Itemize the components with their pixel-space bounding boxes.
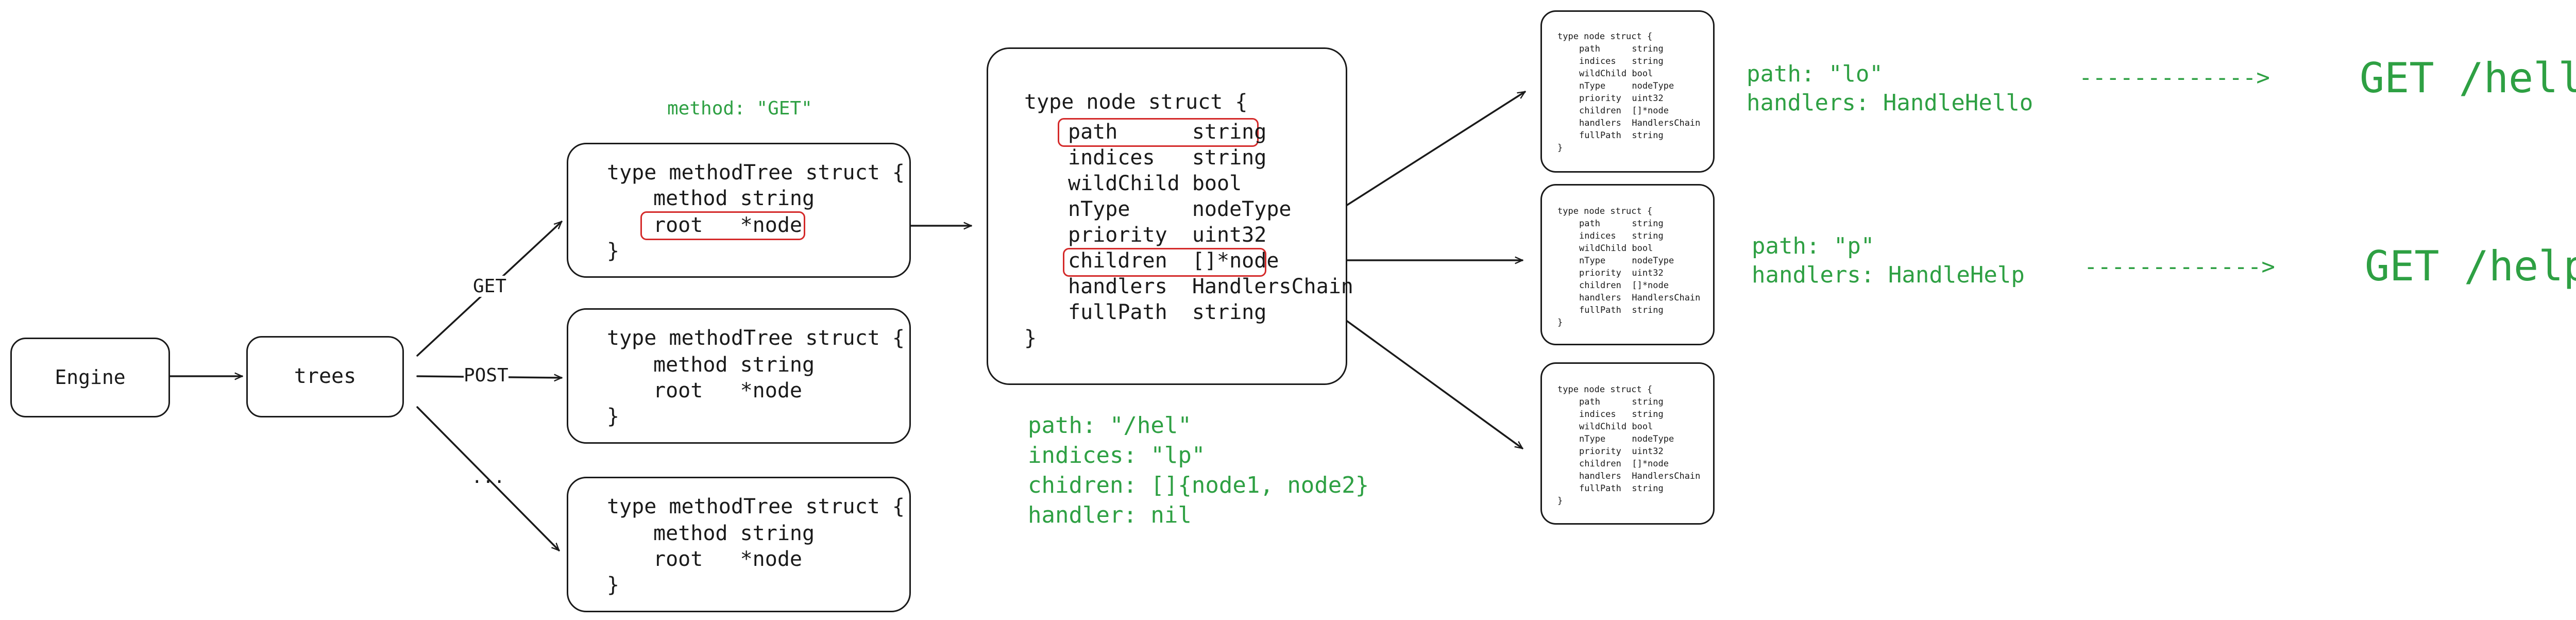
child-node-field: wildChild bool — [1579, 422, 1653, 432]
node-struct-close-brace: } — [1024, 326, 1037, 350]
node-field-path: path string — [1068, 120, 1267, 144]
method-caption: method: "GET" — [667, 98, 812, 119]
child-node-2: type node struct { path string indices s… — [1540, 184, 1715, 345]
node-field-indices: indices string — [1068, 146, 1267, 170]
child-node-field: path string — [1579, 397, 1664, 407]
method-tree-root-field: root *node — [653, 547, 802, 571]
child-node-field: indices string — [1579, 56, 1664, 66]
child-1-path-value: path: "lo" — [1747, 61, 1883, 87]
child-node-field: indices string — [1579, 409, 1664, 420]
child-node-header: type node struct { — [1557, 31, 1653, 42]
child-node-header: type node struct { — [1557, 206, 1653, 216]
child-node-field: indices string — [1579, 231, 1664, 241]
child-node-field: path string — [1579, 44, 1664, 54]
child-node-field: nType nodeType — [1579, 81, 1674, 91]
method-tree-root-field: root *node — [653, 379, 802, 403]
child-node-close-brace: } — [1557, 143, 1563, 153]
child-node-field: handlers HandlersChain — [1579, 118, 1701, 128]
method-tree-close-brace: } — [607, 405, 620, 428]
method-tree-header: type methodTree struct { — [607, 326, 905, 350]
child-1-handlers-value: handlers: HandleHello — [1747, 90, 2033, 116]
child-node-header: type node struct { — [1557, 384, 1653, 395]
method-tree-close-brace: } — [607, 239, 620, 263]
trees-box: trees — [246, 336, 404, 417]
method-tree-post: type methodTree struct { method string r… — [567, 308, 911, 444]
node-field-priority: priority uint32 — [1068, 223, 1267, 247]
edge-label-ellipsis: ... — [471, 466, 505, 488]
child-node-field: fullPath string — [1579, 305, 1664, 315]
child-node-field: nType nodeType — [1579, 434, 1674, 444]
child-2-route-arrow: -------------> — [2084, 254, 2275, 280]
method-tree-method-field: method string — [653, 522, 815, 545]
child-node-1: type node struct { path string indices s… — [1540, 10, 1715, 173]
method-tree-root-field: root *node — [653, 213, 802, 237]
node-value-children: chidren: []{node1, node2} — [1028, 472, 1369, 498]
method-tree-other: type methodTree struct { method string r… — [567, 477, 911, 612]
method-tree-get: type methodTree struct { method string r… — [567, 143, 911, 278]
method-tree-method-field: method string — [653, 187, 815, 210]
child-node-close-brace: } — [1557, 317, 1563, 328]
child-node-field: handlers HandlersChain — [1579, 471, 1701, 481]
path-field-highlight — [1058, 118, 1259, 147]
engine-label: Engine — [55, 366, 126, 389]
child-node-field: children []*node — [1579, 280, 1669, 291]
node-struct-header: type node struct { — [1024, 90, 1248, 114]
engine-box: Engine — [10, 338, 170, 417]
edge-label-get: GET — [473, 276, 507, 297]
method-tree-header: type methodTree struct { — [607, 495, 905, 518]
child-node-field: fullPath string — [1579, 130, 1664, 141]
node-field-ntype: nType nodeType — [1068, 197, 1292, 221]
child-node-field: wildChild bool — [1579, 243, 1653, 254]
child-node-field: priority uint32 — [1579, 268, 1664, 278]
child-node-field: fullPath string — [1579, 483, 1664, 494]
method-tree-close-brace: } — [607, 573, 620, 597]
route-get-hello: GET /hello — [2360, 54, 2576, 102]
child-node-field: children []*node — [1579, 459, 1669, 469]
root-field-highlight — [640, 211, 805, 240]
child-2-path-value: path: "p" — [1752, 233, 1875, 259]
node-value-handler: handler: nil — [1028, 502, 1192, 528]
child-node-3: type node struct { path string indices s… — [1540, 362, 1715, 525]
child-node-field: children []*node — [1579, 106, 1669, 116]
node-field-handlers: handlers HandlersChain — [1068, 275, 1353, 298]
edge-label-post: POST — [464, 365, 509, 386]
method-tree-header: type methodTree struct { — [607, 161, 905, 185]
child-node-field: nType nodeType — [1579, 256, 1674, 266]
child-node-field: priority uint32 — [1579, 446, 1664, 457]
arrow-trees-other — [416, 406, 559, 550]
node-field-wildchild: wildChild bool — [1068, 172, 1242, 195]
child-node-close-brace: } — [1557, 496, 1563, 506]
node-value-path: path: "/hel" — [1028, 412, 1192, 439]
children-field-highlight — [1063, 248, 1266, 277]
child-node-field: path string — [1579, 219, 1664, 229]
child-2-handlers-value: handlers: HandleHelp — [1752, 262, 2025, 288]
node-struct-box: type node struct { path string indices s… — [987, 47, 1353, 385]
node-field-children: children []*node — [1068, 249, 1279, 273]
child-node-field: wildChild bool — [1579, 69, 1653, 79]
trees-label: trees — [294, 364, 357, 388]
child-1-route-arrow: -------------> — [2079, 64, 2270, 91]
method-tree-method-field: method string — [653, 353, 815, 377]
child-node-field: priority uint32 — [1579, 93, 1664, 104]
child-node-field: handlers HandlersChain — [1579, 293, 1701, 303]
route-get-help: GET /help — [2365, 242, 2576, 290]
node-value-indices: indices: "lp" — [1028, 442, 1206, 468]
node-field-fullpath: fullPath string — [1068, 300, 1267, 324]
